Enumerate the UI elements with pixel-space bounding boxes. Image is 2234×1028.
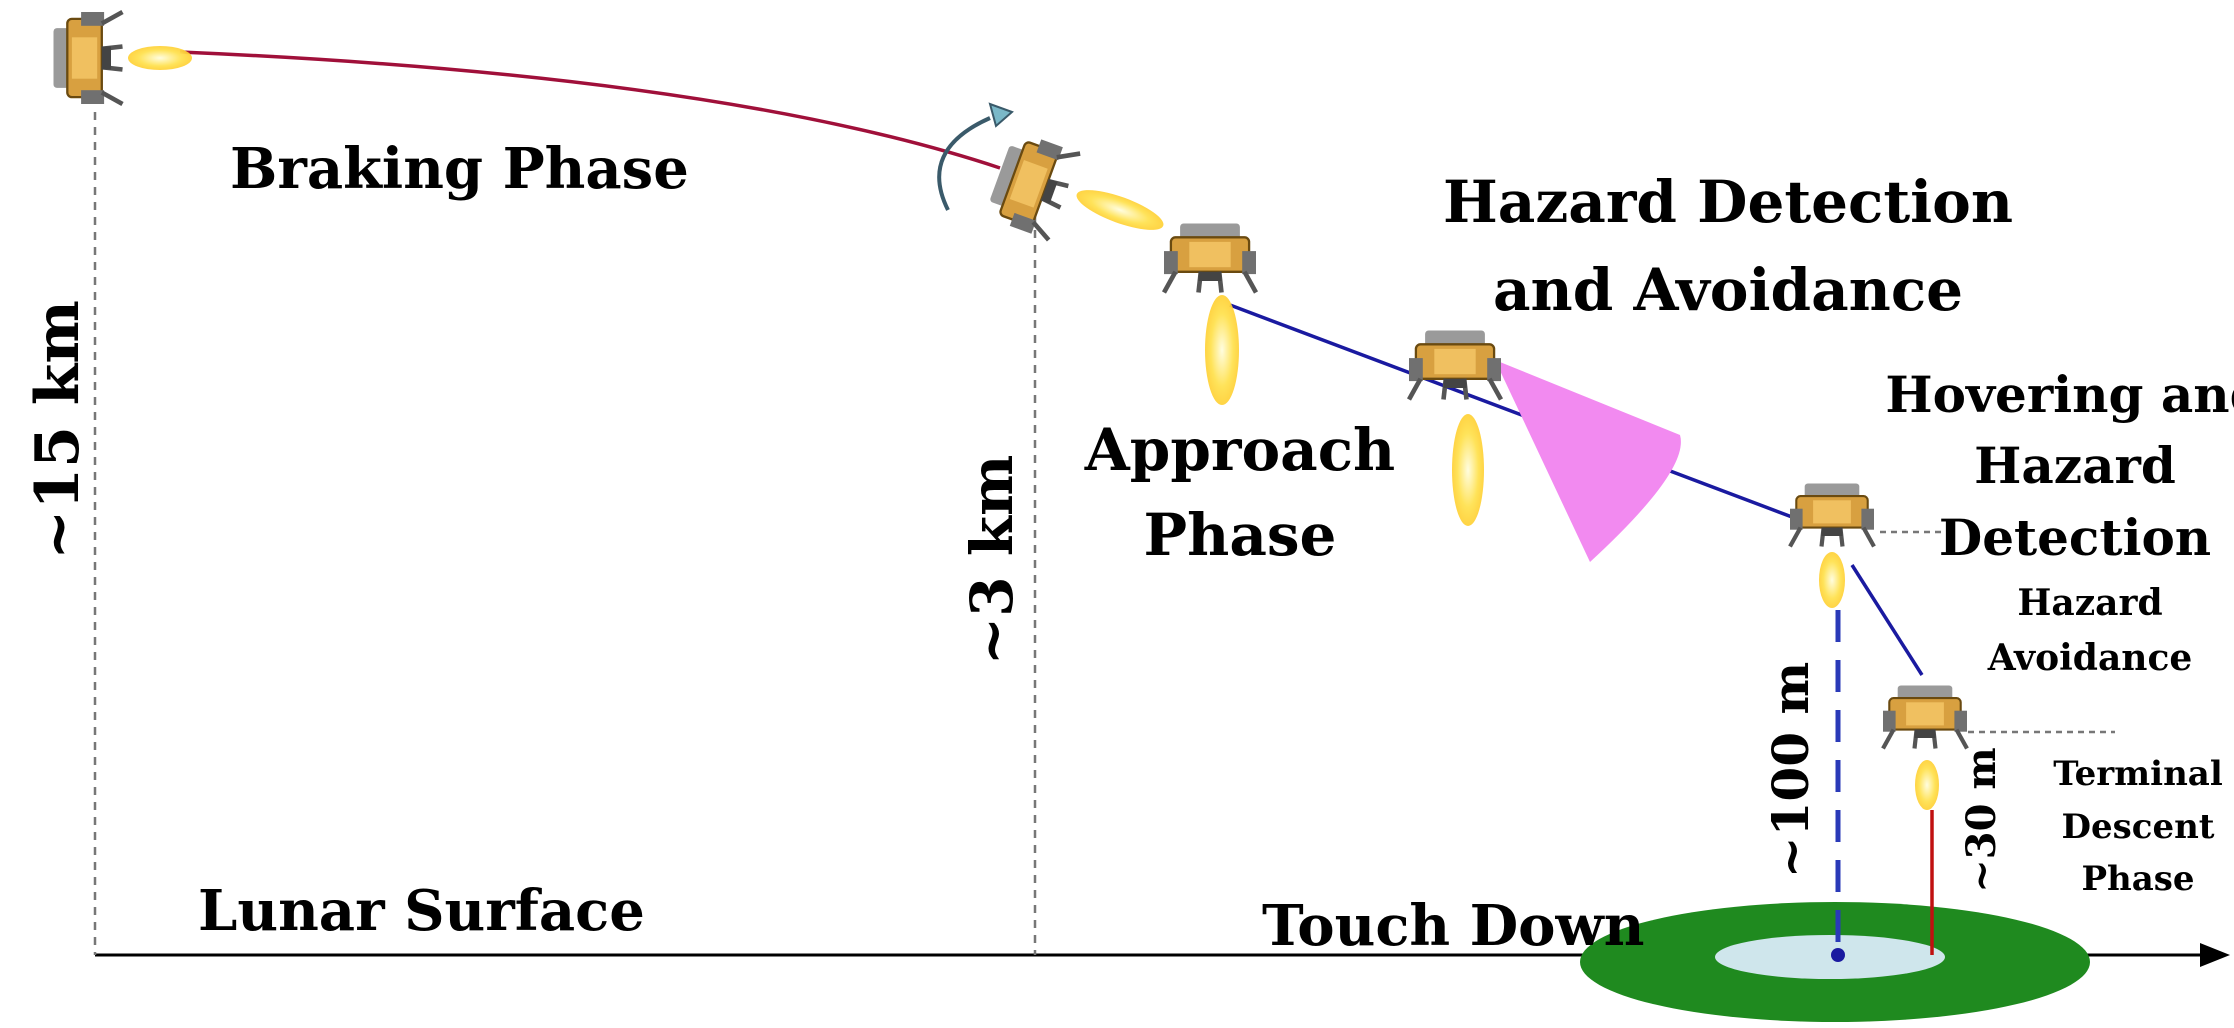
hazard-detection-label-2: and Avoidance: [1493, 256, 1963, 324]
landing-zone-inner: [1715, 935, 1945, 979]
touch-down-label: Touch Down: [1262, 893, 1644, 959]
hazard-avoidance-label-2: Avoidance: [1987, 637, 2193, 679]
altitude-100m-label: ~100 m: [1761, 662, 1820, 879]
hazard-avoidance-trajectory: [1850, 564, 1924, 676]
hovering-label-2: Hazard: [1974, 436, 2176, 495]
hovering-label-3: Detection: [1939, 508, 2211, 567]
lander-icon: [984, 130, 1080, 240]
terminal-descent-label-3: Phase: [2081, 859, 2194, 899]
touchdown-point: [1831, 948, 1845, 962]
thruster-plume-icon: [128, 46, 192, 70]
lander-icon: [1883, 686, 1967, 749]
thruster-plume-icon: [1076, 190, 1164, 230]
hovering-label-1: Hovering and: [1885, 365, 2234, 424]
rotation-arrow-icon: [937, 116, 991, 211]
lunar-surface-label: Lunar Surface: [198, 878, 645, 944]
approach-phase-label-2: Phase: [1144, 501, 1337, 569]
approach-trajectory: [1229, 303, 1801, 522]
lander-icon: [1790, 484, 1874, 547]
terminal-descent-label-1: Terminal: [2053, 754, 2223, 794]
approach-phase-label-1: Approach: [1084, 416, 1395, 484]
altitude-15km-label: ~15 km: [23, 300, 93, 560]
terminal-descent-label-2: Descent: [2061, 807, 2214, 847]
thruster-plume-icon: [1452, 414, 1484, 526]
rotation-arrow-head: [988, 102, 1014, 128]
thruster-plume-icon: [1819, 552, 1845, 608]
hazard-avoidance-label-1: Hazard: [2017, 582, 2162, 624]
thruster-plume-icon: [1205, 295, 1239, 405]
altitude-30m-label: ~30 m: [1958, 747, 2005, 892]
hazard-sensor-cone: [1495, 360, 1681, 562]
braking-phase-label: Braking Phase: [230, 136, 689, 202]
lander-icon: [54, 12, 123, 104]
altitude-3km-label: ~3 km: [958, 455, 1026, 666]
lander-icon: [1164, 224, 1256, 293]
axis-arrow-icon: [2200, 943, 2230, 967]
hazard-detection-label-1: Hazard Detection: [1443, 168, 2013, 236]
braking-trajectory: [179, 50, 1001, 170]
thruster-plume-icon: [1915, 760, 1939, 810]
